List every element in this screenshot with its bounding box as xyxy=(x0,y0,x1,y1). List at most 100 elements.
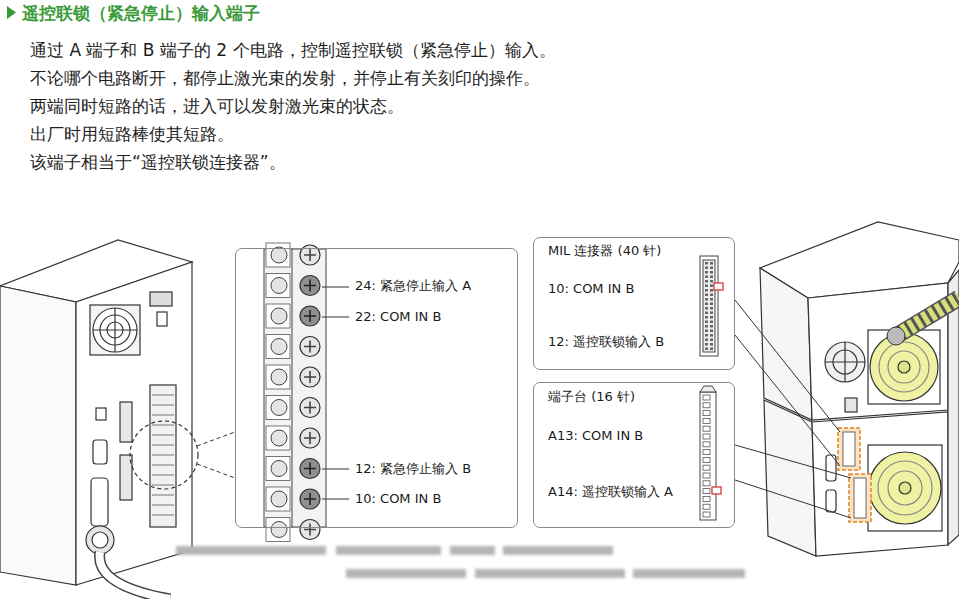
screw xyxy=(271,247,287,263)
pin xyxy=(710,307,713,310)
screw xyxy=(271,339,287,355)
screw xyxy=(271,430,287,446)
slot xyxy=(703,481,710,486)
screw xyxy=(271,308,287,324)
slot xyxy=(703,457,710,462)
screw-slot xyxy=(304,249,316,261)
pin xyxy=(705,307,708,310)
screw xyxy=(271,278,287,294)
pin xyxy=(705,289,708,292)
screw-slot xyxy=(304,524,316,536)
slot xyxy=(703,496,710,501)
pin xyxy=(705,262,708,265)
highlight-mil xyxy=(838,428,860,470)
terminal-cell xyxy=(266,304,290,328)
screw xyxy=(300,337,320,357)
screw xyxy=(300,367,320,387)
zoom-line xyxy=(197,432,235,446)
screw xyxy=(300,520,320,540)
terminal-cell xyxy=(266,365,290,389)
pin-label: 10: COM IN B xyxy=(355,490,441,508)
pin-label: 12: 遥控联锁输入 B xyxy=(548,333,664,351)
screw-slot xyxy=(304,310,316,322)
pin xyxy=(710,303,713,306)
pin xyxy=(710,348,713,351)
cable xyxy=(896,298,959,336)
slot xyxy=(703,418,710,423)
pin xyxy=(710,343,713,346)
callout-box: 端子台 (16 针)A13: COM IN BA14: 遥控联锁输入 A xyxy=(533,382,735,528)
slot xyxy=(703,512,710,517)
pin-label: 10: COM IN B xyxy=(548,280,634,298)
pin xyxy=(710,271,713,274)
connector xyxy=(854,478,866,518)
slot xyxy=(703,489,710,494)
slot xyxy=(703,426,710,431)
slot xyxy=(703,465,710,470)
terminal-cell xyxy=(266,396,290,420)
leader-lines xyxy=(735,300,851,518)
terminal-cell xyxy=(266,487,290,511)
right-device xyxy=(760,222,959,556)
cable xyxy=(100,552,170,599)
pin-label: 12: 紧急停止输入 B xyxy=(355,460,471,478)
pin xyxy=(705,294,708,297)
pin xyxy=(710,280,713,283)
pin xyxy=(705,267,708,270)
pin xyxy=(705,298,708,301)
screw xyxy=(300,276,320,296)
pin-label: 24: 紧急停止输入 A xyxy=(355,277,471,295)
leader-lines xyxy=(322,287,349,499)
screw-slot xyxy=(304,371,316,383)
pin xyxy=(705,334,708,337)
pin xyxy=(710,276,713,279)
screw-slot xyxy=(304,493,316,505)
pin xyxy=(705,276,708,279)
slot xyxy=(703,403,710,408)
pin xyxy=(710,262,713,265)
screw-slot xyxy=(304,432,316,444)
slot xyxy=(703,473,710,478)
pin-label: 22: COM IN B xyxy=(355,308,441,326)
body-text: 不论哪个电路断开，都停止激光束的发射，并停止有关刻印的操作。 xyxy=(30,67,540,89)
section-title: 遥控联锁（紧急停止）输入端子 xyxy=(22,2,260,24)
pin xyxy=(705,316,708,319)
slot xyxy=(703,395,710,400)
mil-connector xyxy=(700,256,718,356)
pin xyxy=(710,316,713,319)
cable-gland xyxy=(887,327,905,345)
terminal-cell xyxy=(266,335,290,359)
cable xyxy=(896,298,959,336)
connector xyxy=(843,432,855,466)
slot xyxy=(703,442,710,447)
slot xyxy=(703,411,710,416)
screw xyxy=(271,491,287,507)
terminal-cell xyxy=(266,457,290,481)
pin xyxy=(705,339,708,342)
pin xyxy=(705,271,708,274)
pin xyxy=(710,325,713,328)
screw xyxy=(300,306,320,326)
screw-slot xyxy=(304,463,316,475)
pin xyxy=(710,267,713,270)
pin xyxy=(705,348,708,351)
slot xyxy=(703,504,710,509)
body-text: 通过 A 端子和 B 端子的 2 个电路，控制遥控联锁（紧急停止）输入。 xyxy=(30,39,556,61)
pin xyxy=(710,285,713,288)
highlight-terminal xyxy=(849,474,871,522)
pin xyxy=(710,294,713,297)
zoom-circle xyxy=(130,421,198,489)
screw-slot xyxy=(304,280,316,292)
pin xyxy=(705,280,708,283)
terminal-cell xyxy=(266,243,290,267)
box-heading: MIL 连接器 (40 针) xyxy=(548,242,661,260)
left-controller xyxy=(0,240,192,585)
slot xyxy=(703,434,710,439)
title-marker xyxy=(7,6,16,19)
pin xyxy=(705,325,708,328)
screw xyxy=(300,398,320,418)
pin xyxy=(705,330,708,333)
screw-slot xyxy=(304,402,316,414)
